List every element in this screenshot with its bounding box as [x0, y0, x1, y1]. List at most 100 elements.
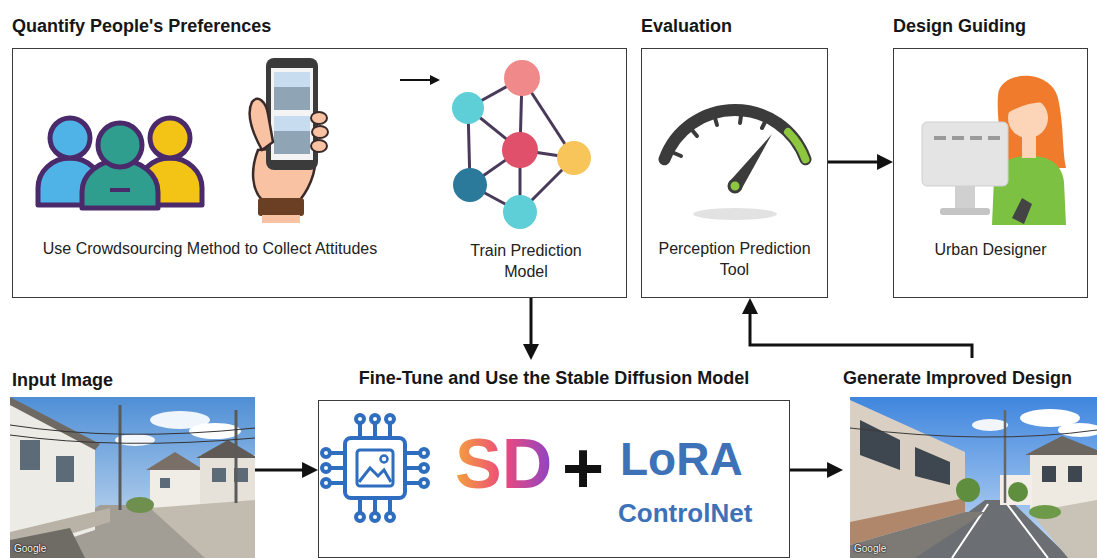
phone-in-hand-icon	[274, 72, 310, 110]
ai-chip-icon	[356, 513, 364, 521]
gauge-icon	[674, 116, 765, 156]
ai-chip-icon	[322, 479, 330, 487]
input-street-photo	[10, 528, 85, 558]
plus-sign: +	[562, 432, 604, 504]
ai-chip-icon	[405, 451, 419, 455]
phone-in-hand-icon	[262, 215, 300, 223]
designer-icon	[922, 76, 1066, 225]
ai-chip-icon	[371, 513, 379, 521]
panel-heading: Design Guiding	[893, 14, 1026, 38]
input-street-photo	[150, 468, 200, 508]
input-street-photo	[10, 435, 255, 443]
ai-chip-icon	[420, 479, 428, 487]
improved-street-render	[1042, 466, 1056, 482]
designer-icon	[940, 208, 990, 215]
improved-street-render	[850, 397, 1097, 558]
ai-chip-icon	[322, 415, 428, 521]
diffusion-panel: Fine-Tune and Use the Stable Diffusion M…	[318, 360, 790, 558]
flow-arrow	[750, 309, 972, 358]
ai-chip-icon	[388, 424, 392, 438]
input-photo: Input Image	[10, 362, 255, 558]
flow-arrow	[255, 469, 307, 472]
text-slot: +	[562, 432, 604, 504]
improved-street-render	[850, 512, 985, 558]
gauge-icon	[665, 110, 806, 159]
input-street-photo	[212, 468, 226, 482]
improved-street-render	[956, 478, 980, 502]
ai-chip-icon	[345, 438, 405, 498]
input-street-photo	[56, 456, 74, 482]
improved-street-render	[1029, 505, 1061, 519]
improved-street-render	[850, 428, 1097, 437]
input-street-photo	[10, 397, 255, 558]
neural-network-icon	[504, 60, 540, 96]
watermark-slot: Google	[854, 543, 886, 555]
designer-icon	[988, 136, 1000, 140]
input-street-photo	[10, 425, 255, 434]
phone-in-hand-icon	[274, 116, 310, 131]
people-icon	[150, 118, 190, 158]
people-icon	[98, 123, 142, 167]
input-street-photo	[126, 497, 154, 513]
text-slot: Input Image	[12, 368, 113, 392]
designer-icon	[970, 136, 982, 140]
model-training-step: Train Prediction Model	[440, 56, 612, 282]
text-slot: Evaluation	[641, 14, 732, 38]
gauge-icon	[665, 110, 806, 220]
step-caption: Perception Prediction Tool	[650, 238, 820, 280]
output-photo: Generate Improved Design	[843, 358, 1097, 558]
text-slot: Perception Prediction Tool	[641, 238, 828, 280]
input-street-photo	[150, 500, 255, 558]
gauge-icon	[692, 130, 697, 136]
input-street-photo	[196, 440, 255, 458]
phone-in-hand-icon	[250, 99, 273, 150]
improved-street-render	[850, 397, 1097, 558]
panel-heading: Evaluation	[641, 14, 732, 38]
neural-network-icon	[557, 141, 591, 175]
designer-icon	[934, 136, 946, 140]
text-slot: ControlNet	[618, 500, 752, 526]
gauge-icon	[715, 118, 717, 125]
design-panel: Design GuidingUrban Designer	[893, 10, 1088, 298]
panel-heading: Fine-Tune and Use the Stable Diffusion M…	[318, 366, 790, 390]
ai-chip-icon	[358, 424, 362, 438]
text-slot: Urban Designer	[893, 239, 1088, 260]
designer-icon	[934, 136, 1000, 140]
ai-chip-icon	[322, 449, 330, 457]
designer-icon	[1022, 136, 1036, 158]
people-icon	[38, 118, 202, 208]
text-slot: Design Guiding	[893, 14, 1026, 38]
ai-chip-icon	[386, 415, 394, 423]
improved-street-render	[1008, 482, 1028, 502]
ai-chip-icon	[420, 464, 428, 472]
designer-icon	[1006, 94, 1050, 114]
designer-icon	[955, 186, 975, 210]
ai-chip-icon	[405, 466, 419, 470]
phone-in-hand-icon	[250, 58, 328, 223]
ai-chip-icon	[356, 415, 364, 423]
process-panel: Use Crowdsourcing Method to Collect Atti…	[12, 10, 627, 298]
flow-arrow	[828, 161, 882, 164]
neural-network-icon	[453, 168, 487, 202]
watermark: Google	[14, 543, 46, 555]
gauge-icon	[729, 180, 741, 192]
neural-network-icon	[503, 195, 537, 229]
step-caption: Use Crowdsourcing Method to Collect Atti…	[20, 238, 400, 259]
ai-chip-icon	[373, 498, 377, 512]
improved-street-render	[915, 447, 950, 485]
improved-street-render	[1058, 423, 1097, 437]
text-slot: SD	[455, 429, 552, 499]
input-street-photo	[20, 440, 40, 470]
sd-logo-text: SD	[455, 429, 552, 499]
improved-street-render	[860, 420, 900, 470]
text-slot: Quantify People's Preferences	[12, 14, 271, 38]
gauge-icon	[762, 122, 765, 128]
ai-chip-icon	[381, 456, 388, 463]
panel-border	[893, 48, 1088, 298]
phone-in-hand-icon	[312, 126, 328, 138]
neural-network-icon	[502, 132, 538, 168]
neural-network-icon	[452, 92, 484, 124]
phone-in-hand-icon	[258, 198, 304, 216]
input-street-photo	[146, 452, 204, 470]
